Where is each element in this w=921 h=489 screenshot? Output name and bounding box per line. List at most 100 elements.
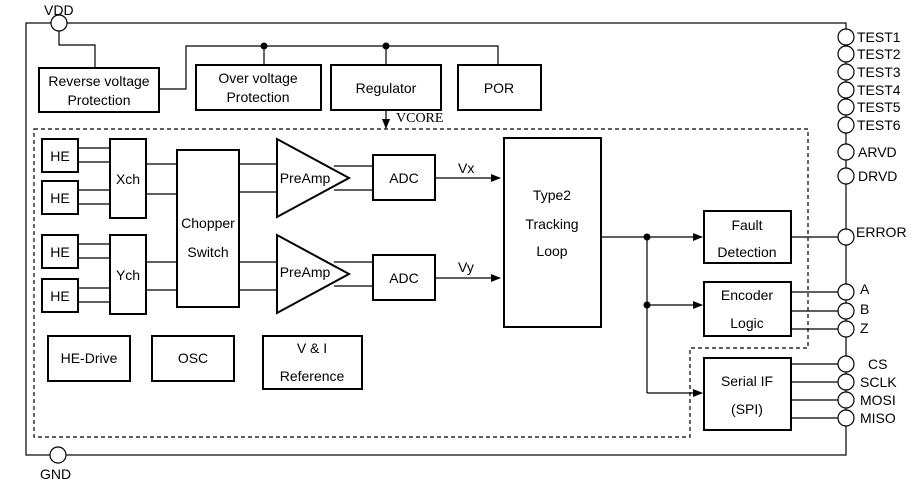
- drvd-pin: [837, 167, 855, 185]
- drvd-label: DRVD: [858, 168, 897, 184]
- power-bus: [159, 45, 499, 90]
- encoder-logic-block: [703, 281, 792, 337]
- he-block: [41, 138, 79, 173]
- he-block: [41, 278, 79, 313]
- z-pin: [837, 320, 855, 338]
- ych-label: Ych: [116, 267, 140, 283]
- vi-ref-line2: Reference: [280, 368, 345, 384]
- test5-label: TEST5: [857, 99, 901, 115]
- chopper-line2: Switch: [187, 244, 228, 260]
- xch-block: [109, 138, 147, 219]
- arvd-label: ARVD: [858, 144, 897, 160]
- test5-pin: [837, 98, 855, 116]
- cs-label: CS: [868, 356, 887, 372]
- preamp-x-label: PreAmp: [280, 170, 331, 186]
- test6-label: TEST6: [857, 117, 901, 133]
- vdd-wire: [58, 31, 96, 68]
- regulator-block: [330, 64, 442, 111]
- chopper-line1: Chopper: [181, 215, 235, 231]
- reverse-voltage-block: [38, 67, 160, 113]
- junction-dot: [260, 42, 268, 50]
- vi-ref-line1: V & I: [297, 340, 327, 356]
- junction-dot: [643, 301, 651, 309]
- error-label: ERROR: [856, 224, 907, 240]
- gnd-pin: [49, 446, 67, 464]
- vdd-label: VDD: [44, 2, 74, 18]
- test6-pin: [837, 116, 855, 134]
- test4-pin: [837, 81, 855, 99]
- fault-line2: Detection: [717, 244, 776, 260]
- miso-pin: [837, 409, 855, 427]
- spi-wires: [791, 363, 838, 419]
- a-label: A: [860, 281, 870, 297]
- ych-block: [109, 234, 147, 315]
- encoder-line1: Encoder: [721, 287, 773, 303]
- test2-label: TEST2: [857, 46, 901, 62]
- he-y-wires: [78, 243, 110, 303]
- xch-label: Xch: [116, 171, 140, 187]
- he-label: HE: [50, 244, 69, 260]
- por-block: [457, 64, 542, 111]
- tracking-line1: Type2: [533, 187, 571, 203]
- serial-line1: Serial IF: [721, 373, 773, 389]
- over-voltage-line2: Protection: [226, 89, 289, 105]
- tracking-line2: Tracking: [525, 216, 578, 232]
- he-block: [41, 180, 79, 215]
- test3-label: TEST3: [857, 64, 901, 80]
- serial-if-block: [703, 357, 792, 431]
- tracking-line3: Loop: [536, 243, 567, 259]
- cs-pin: [837, 355, 855, 373]
- adc-y-block: [372, 254, 436, 301]
- mosi-label: MOSI: [860, 392, 896, 408]
- preamp-y-triangle: [276, 233, 352, 315]
- he-label: HE: [50, 190, 69, 206]
- osc-block: [151, 335, 235, 382]
- test1-pin: [837, 28, 855, 46]
- por-label: POR: [484, 80, 514, 96]
- sclk-pin: [837, 373, 855, 391]
- adc-y-label: ADC: [389, 270, 419, 286]
- test1-label: TEST1: [857, 29, 901, 45]
- core-region: [33, 128, 809, 438]
- mux-chopper-wires: [146, 163, 177, 291]
- mosi-pin: [837, 391, 855, 409]
- miso-label: MISO: [860, 410, 896, 426]
- error-pin: [837, 228, 855, 246]
- vcore-label: VCORE: [396, 111, 443, 126]
- fault-detection-block: [703, 210, 792, 264]
- serial-line2: (SPI): [731, 401, 763, 417]
- osc-label: OSC: [178, 350, 208, 366]
- b-label: B: [860, 301, 869, 317]
- b-pin: [837, 302, 855, 320]
- junction-dot: [382, 42, 390, 50]
- vy-label: Vy: [458, 259, 474, 275]
- regulator-label: Regulator: [356, 80, 417, 96]
- test2-pin: [837, 45, 855, 63]
- fault-line1: Fault: [731, 217, 762, 233]
- over-voltage-line1: Over voltage: [218, 70, 298, 86]
- reverse-voltage-line1: Reverse voltage: [48, 73, 149, 89]
- he-x-wires: [78, 147, 110, 205]
- tracking-loop-block: [503, 137, 602, 328]
- reverse-voltage-line2: Protection: [67, 92, 130, 108]
- he-drive-label: HE-Drive: [61, 350, 118, 366]
- over-voltage-block: [195, 64, 322, 111]
- a-pin: [837, 283, 855, 301]
- preamp-x-triangle: [276, 137, 352, 219]
- he-label: HE: [50, 288, 69, 304]
- junction-dot: [643, 233, 651, 241]
- vi-reference-block: [262, 335, 363, 390]
- encoder-output-wires: [791, 291, 838, 330]
- chopper-preamp-wires: [239, 163, 277, 291]
- he-block: [41, 234, 79, 269]
- he-drive-block: [47, 335, 131, 382]
- chopper-switch-block: [176, 149, 240, 308]
- test4-label: TEST4: [857, 82, 901, 98]
- test-pins: [837, 28, 855, 134]
- arvd-pin: [837, 143, 855, 161]
- preamp-adc-wires: [334, 165, 373, 287]
- vx-label: Vx: [458, 160, 474, 176]
- test3-pin: [837, 63, 855, 81]
- encoder-line2: Logic: [730, 315, 763, 331]
